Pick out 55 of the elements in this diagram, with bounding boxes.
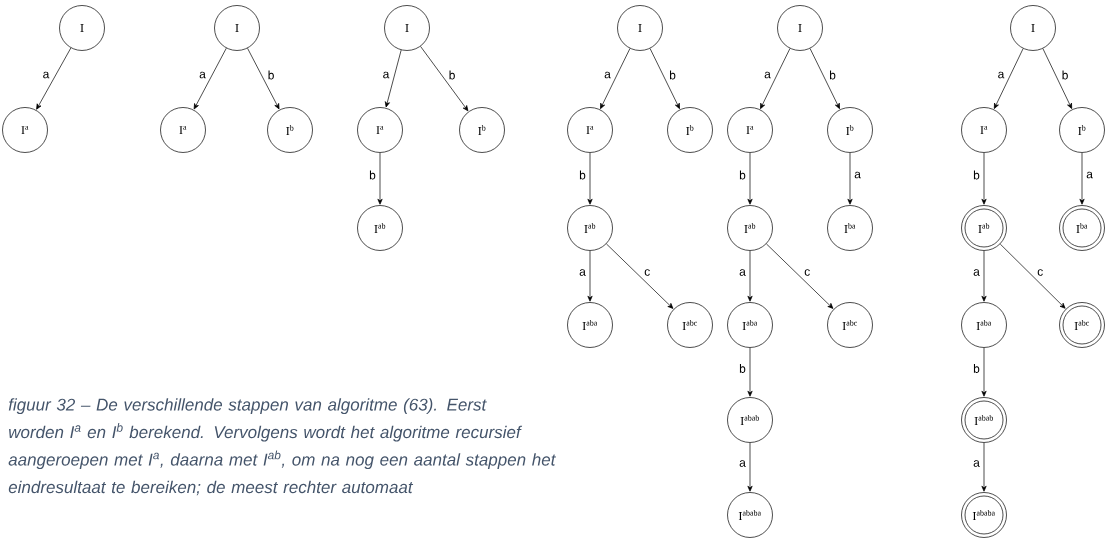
edge-label: b (578, 169, 587, 181)
arrow (384, 49, 402, 108)
arrow (809, 48, 840, 110)
arrow (587, 152, 593, 205)
edge-label: a (578, 268, 587, 277)
edge-label: a (763, 70, 772, 80)
arrow (377, 152, 383, 205)
edge-label: a (41, 70, 51, 80)
arrow (999, 243, 1066, 309)
arrow (993, 48, 1024, 109)
edge-label: a (738, 268, 747, 277)
arrow (747, 250, 753, 302)
edge-label: b (368, 169, 377, 181)
edge-label: c (1036, 268, 1045, 277)
arrow (420, 46, 469, 112)
edge-label: a (972, 268, 981, 277)
edge-label: b (828, 69, 837, 81)
arrow (766, 243, 834, 309)
edge-label: b (447, 69, 457, 81)
edge-label: c (803, 268, 812, 277)
edge-label: a (996, 70, 1006, 80)
arrow (747, 152, 753, 205)
arrow (981, 250, 987, 302)
arrow (649, 48, 680, 110)
arrow (606, 243, 674, 309)
edge-label: a (972, 459, 981, 468)
arrow (981, 152, 987, 205)
arrow (747, 347, 753, 397)
edge-label: a (1085, 170, 1094, 180)
edge-label: a (198, 70, 207, 80)
arrow (981, 347, 987, 397)
arrow (747, 442, 753, 492)
edge-label: a (738, 459, 747, 468)
arrow (587, 250, 593, 302)
arrow (36, 47, 72, 110)
arrow (193, 47, 227, 110)
arrow (847, 152, 853, 205)
edge-label: c (643, 268, 652, 277)
edge-label: b (972, 169, 981, 181)
caption: figuur 32 – De verschillende stappen van algoritme (63). Eerst worden I$^{a}$ en I$^{b}$ berekend. Vervolgens wordt het algoritme recursief aangeroepen met I$^{a}$, daarna met I$^{ab}$, om na nog een aantal stappen het eindresultaat te bereiken; de meest rechter automaat (8, 398, 556, 496)
arrow (247, 47, 280, 110)
arrow (760, 48, 791, 110)
edge-label: b (668, 69, 677, 81)
edge-label: b (972, 363, 981, 374)
edge-label: a (853, 170, 862, 180)
edge-label: b (738, 363, 747, 374)
arrow (600, 48, 631, 110)
arrow (1079, 152, 1085, 205)
edge-label: b (266, 69, 276, 81)
edge-label: a (603, 70, 612, 80)
edge-label: b (738, 169, 747, 181)
arrow (981, 442, 987, 492)
arrow (1042, 48, 1073, 109)
edge-label: b (1060, 69, 1070, 81)
edge-label: a (381, 70, 391, 80)
